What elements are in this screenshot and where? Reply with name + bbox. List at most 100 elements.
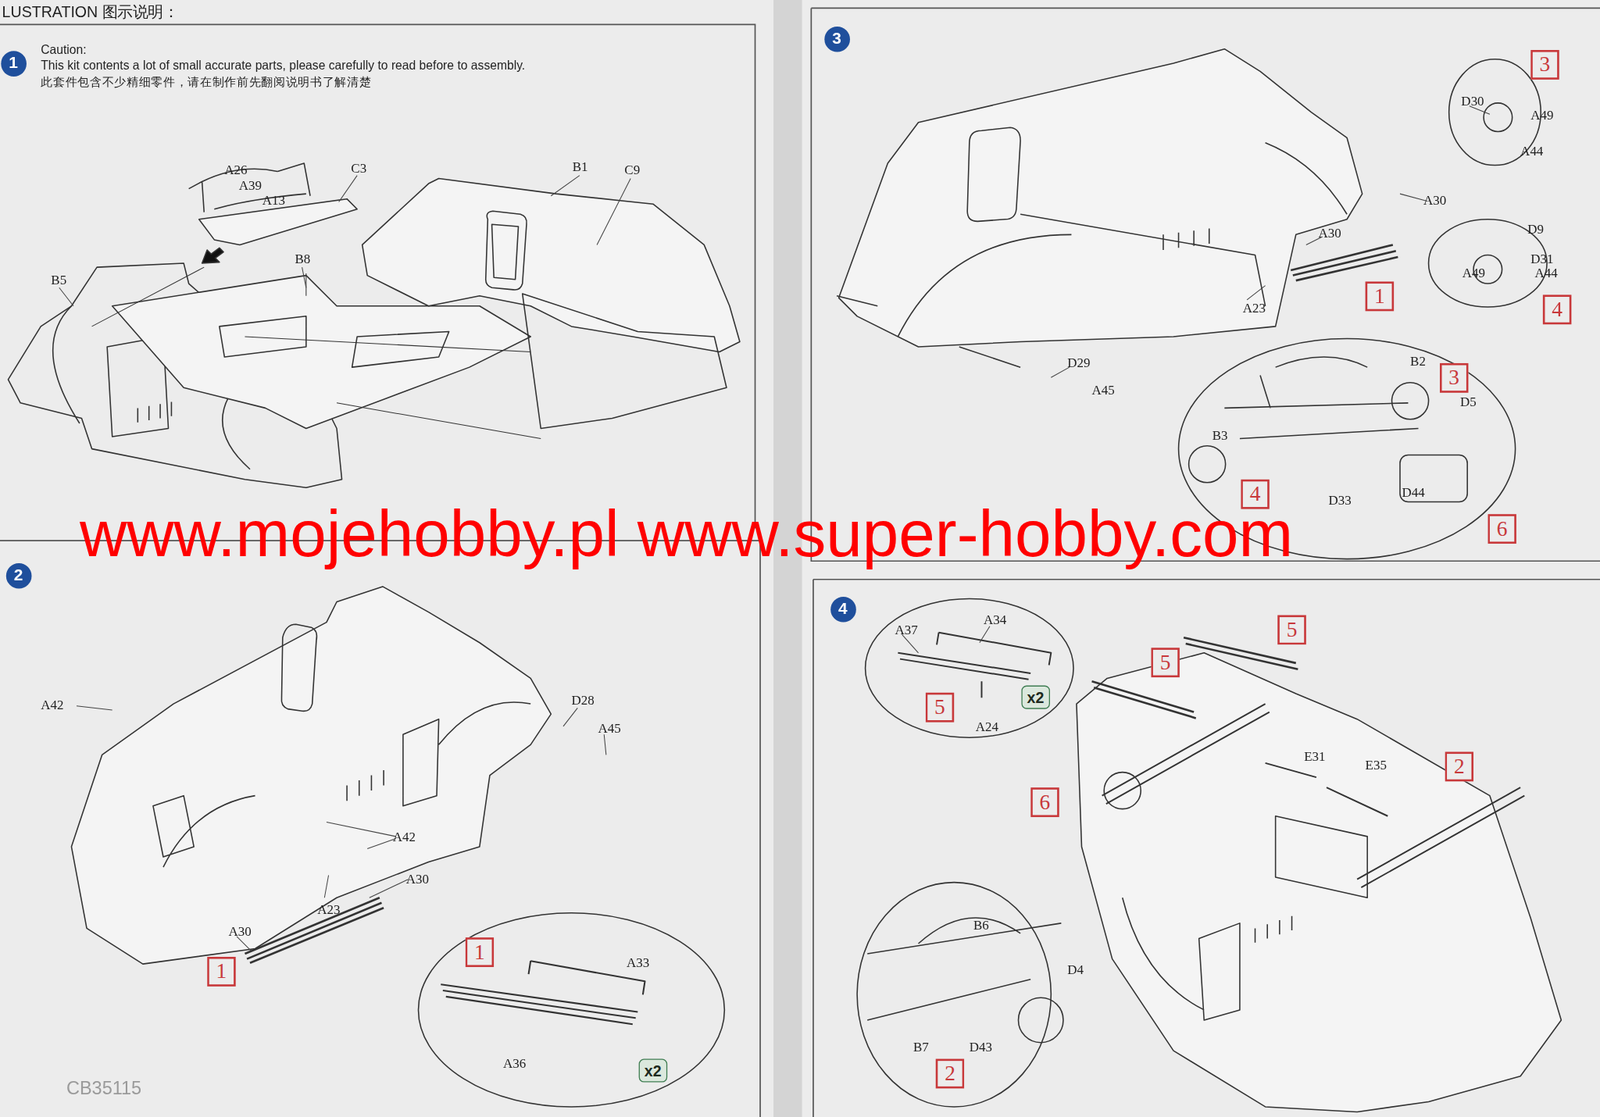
node-text: 5 bbox=[1160, 651, 1172, 673]
hull bbox=[71, 586, 551, 965]
callout-number: 5 bbox=[925, 692, 955, 722]
part-label: E35 bbox=[1365, 757, 1387, 772]
window bbox=[485, 210, 527, 290]
hull-detail bbox=[153, 702, 531, 868]
part-label: A30 bbox=[1318, 226, 1342, 241]
part-label: B7 bbox=[913, 1040, 929, 1055]
part-label: D5 bbox=[1460, 394, 1477, 409]
guide-line bbox=[92, 267, 542, 439]
node-text: 4 bbox=[1551, 298, 1563, 320]
callout-number: 4 bbox=[1542, 294, 1572, 325]
callout-number: 1 bbox=[1365, 281, 1395, 311]
differential bbox=[1400, 454, 1468, 502]
inset-ellipse bbox=[418, 913, 725, 1108]
window bbox=[281, 624, 317, 711]
part-label: A44 bbox=[1534, 266, 1558, 281]
node-text: 3 bbox=[1539, 53, 1551, 75]
part-label: B1 bbox=[572, 160, 589, 175]
axle bbox=[867, 917, 1061, 1021]
node-text: 2 bbox=[14, 567, 24, 584]
differential bbox=[1018, 997, 1064, 1043]
part-label: A30 bbox=[228, 924, 252, 939]
part-label: D31 bbox=[1530, 252, 1554, 267]
callout-number: 3 bbox=[1439, 362, 1469, 393]
part-label: D9 bbox=[1527, 222, 1544, 237]
hub bbox=[1392, 382, 1429, 420]
part-label: C3 bbox=[350, 160, 367, 175]
node-text: 1 bbox=[216, 960, 228, 983]
part-label: B8 bbox=[294, 252, 311, 267]
inset-ellipse bbox=[865, 599, 1074, 739]
hull-detail bbox=[836, 142, 1347, 368]
leaf-spring bbox=[1290, 244, 1398, 281]
hull-drawing bbox=[7, 49, 1561, 1113]
part-label: A45 bbox=[597, 721, 621, 736]
part-label: D30 bbox=[1460, 93, 1484, 108]
part-label: E31 bbox=[1303, 750, 1325, 765]
part-label: D4 bbox=[1067, 963, 1084, 978]
node-text: 1 bbox=[1374, 285, 1386, 307]
part-label: A49 bbox=[1530, 107, 1554, 122]
node-text: 5 bbox=[1286, 618, 1298, 640]
part-label: A33 bbox=[626, 956, 650, 971]
callout-number: 2 bbox=[1444, 751, 1474, 782]
node-text: x2 bbox=[644, 1062, 662, 1079]
node-text: 1 bbox=[8, 55, 18, 72]
part-label: B3 bbox=[1212, 428, 1229, 443]
panel-frame bbox=[810, 7, 1600, 561]
inset-ellipse bbox=[1428, 219, 1548, 308]
hull-part bbox=[362, 178, 740, 353]
leader-lines bbox=[59, 106, 1490, 951]
part-label: A30 bbox=[406, 872, 429, 887]
part-label: A44 bbox=[1520, 143, 1543, 158]
part-label: A13 bbox=[262, 193, 286, 208]
kit-code: CB35115 bbox=[66, 1079, 142, 1100]
part-label: D44 bbox=[1402, 485, 1425, 500]
callout-number: 2 bbox=[935, 1058, 965, 1089]
node-text: x2 bbox=[1027, 689, 1045, 705]
step-number: 4 bbox=[830, 596, 857, 622]
panel-frames bbox=[0, 7, 1600, 1117]
step-number: 2 bbox=[5, 562, 32, 589]
watermark: www.mojehobby.pl www.super-hobby.com bbox=[79, 500, 1293, 569]
part-label: A49 bbox=[1462, 266, 1486, 281]
callout-number: 3 bbox=[1530, 49, 1560, 79]
callout-number: 1 bbox=[207, 956, 236, 986]
callout-number: 5 bbox=[1277, 614, 1307, 645]
leaf-spring bbox=[440, 960, 645, 1025]
part-label: D33 bbox=[1328, 493, 1352, 508]
hub bbox=[1483, 103, 1513, 133]
panel-frame bbox=[0, 540, 761, 1117]
part-label: B6 bbox=[973, 917, 990, 933]
part-label: A45 bbox=[1092, 383, 1115, 398]
page-heading: LUSTRATION 图示说明： bbox=[2, 3, 179, 21]
caution-note: This kit contents a lot of small accurat… bbox=[40, 59, 525, 72]
part-label: A39 bbox=[239, 178, 262, 193]
leaf-spring bbox=[1092, 637, 1299, 718]
callout-number: 5 bbox=[1150, 647, 1180, 678]
node-text: 4 bbox=[838, 600, 848, 618]
node-text: 2 bbox=[1453, 755, 1465, 777]
part-label: A34 bbox=[983, 613, 1007, 628]
hub bbox=[1103, 772, 1141, 810]
part-label: A23 bbox=[1242, 300, 1266, 315]
node-text: 1 bbox=[474, 941, 486, 963]
node-text: 2 bbox=[944, 1062, 956, 1084]
part-label: A42 bbox=[392, 830, 416, 845]
chassis-detail bbox=[1122, 816, 1368, 1021]
node-text: 3 bbox=[1448, 366, 1460, 388]
part-label: A37 bbox=[894, 623, 918, 638]
step-number: 1 bbox=[0, 50, 27, 77]
chassis bbox=[1076, 653, 1561, 1113]
quantity-badge: x2 bbox=[1021, 685, 1050, 709]
step-number: 3 bbox=[824, 25, 850, 52]
quantity-badge: x2 bbox=[638, 1058, 668, 1083]
part-label: A30 bbox=[1423, 193, 1447, 208]
callout-number: 6 bbox=[1487, 514, 1517, 544]
window bbox=[967, 127, 1021, 222]
side-panel bbox=[522, 293, 727, 429]
axle bbox=[1224, 357, 1418, 439]
part-label: A36 bbox=[503, 1057, 526, 1072]
inset-ellipse bbox=[857, 882, 1051, 1108]
part-label: B5 bbox=[50, 273, 67, 288]
